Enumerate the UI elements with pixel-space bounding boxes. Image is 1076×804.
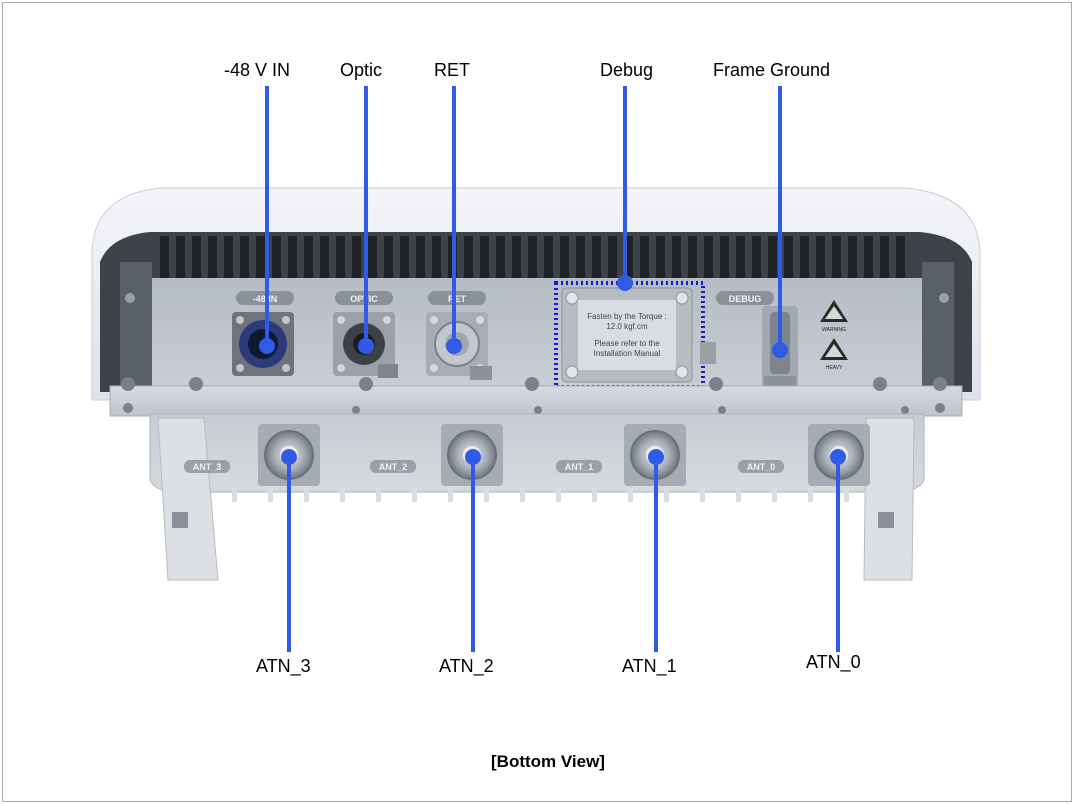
debug-cover-plate: Fasten by the Torque : 12.0 kgf.cm Pleas…: [561, 287, 693, 383]
hot-surface-sign: WARNING: [820, 300, 848, 333]
callout-atn0: ATN_0: [806, 652, 861, 672]
plate-text-line1: Fasten by the Torque :: [587, 312, 666, 321]
ant2-port-label: ANT_2: [379, 462, 408, 472]
ant3-port-label: ANT_3: [193, 462, 222, 472]
right-bracket: [922, 262, 954, 392]
plate-text-line4: Installation Manual: [594, 349, 661, 358]
left-foot: [157, 417, 219, 581]
debug-port-label: DEBUG: [729, 294, 762, 304]
callout-atn3: ATN_3: [256, 656, 311, 676]
figure-caption: [Bottom View]: [491, 752, 605, 771]
left-bracket: [120, 262, 152, 392]
callout-atn1: ATN_1: [622, 656, 677, 676]
svg-text:WARNING: WARNING: [822, 327, 846, 333]
latch: [700, 342, 716, 364]
ret-port-label: RET: [448, 294, 467, 304]
heat-sink-fins: [160, 236, 905, 280]
callout-ret: RET: [434, 60, 470, 80]
callout-frame-ground: Frame Ground: [713, 60, 831, 80]
debug-highlight-outline: [554, 281, 705, 389]
plate-text-line2: 12.0 kgf.cm: [606, 322, 648, 331]
heavy-weight-sign: HEAVY: [820, 338, 848, 371]
right-foot: [863, 417, 915, 581]
svg-text:HEAVY: HEAVY: [826, 365, 843, 371]
callout-power-in: -48 V IN: [224, 60, 291, 80]
ant0-port-label: ANT_0: [747, 462, 776, 472]
callout-atn2: ATN_2: [439, 656, 494, 676]
bottom-fins: [232, 488, 849, 502]
callout-debug: Debug: [600, 60, 654, 80]
ant1-port-label: ANT_1: [565, 462, 594, 472]
callout-optic: Optic: [340, 60, 383, 80]
plate-text-line3: Please refer to the: [594, 339, 660, 348]
